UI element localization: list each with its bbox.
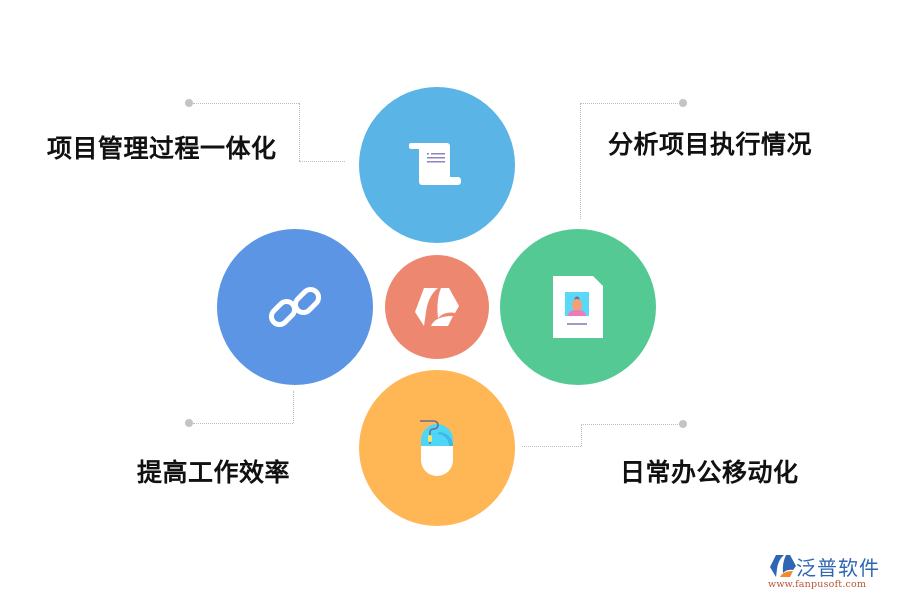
connector-line <box>580 103 680 104</box>
connector-dot-bottom-right <box>679 420 687 428</box>
connector-line <box>193 423 293 424</box>
label-left: 提高工作效率 <box>137 458 291 487</box>
connector-dot-top-left <box>185 99 193 107</box>
label-top: 项目管理过程一体化 <box>47 134 277 163</box>
scroll-document-icon <box>409 140 465 190</box>
node-right-circle <box>500 229 656 385</box>
connector-line <box>299 103 300 161</box>
node-left-circle <box>217 229 373 385</box>
node-bottom-circle <box>359 370 515 526</box>
connector-line <box>522 446 581 447</box>
connector-line <box>581 424 582 446</box>
connector-dot-top-right <box>679 99 687 107</box>
watermark-name: 泛普软件 <box>796 556 880 580</box>
computer-mouse-icon <box>417 420 457 476</box>
connector-line <box>581 424 680 425</box>
label-right: 分析项目执行情况 <box>608 130 813 159</box>
connector-dot-bottom-left <box>185 419 193 427</box>
connector-line <box>580 103 581 219</box>
chain-link-icon <box>265 277 325 337</box>
center-circle <box>385 255 489 359</box>
label-bottom: 日常办公移动化 <box>620 458 799 487</box>
connector-line <box>193 103 299 104</box>
brand-hexagon-icon <box>414 287 460 327</box>
profile-card-icon <box>553 276 603 338</box>
node-top-circle <box>359 87 515 243</box>
connector-line <box>293 391 294 423</box>
watermark-url: www.fanpusoft.com <box>768 579 867 590</box>
fanpu-logo-icon <box>770 554 796 578</box>
connector-line <box>299 161 345 162</box>
